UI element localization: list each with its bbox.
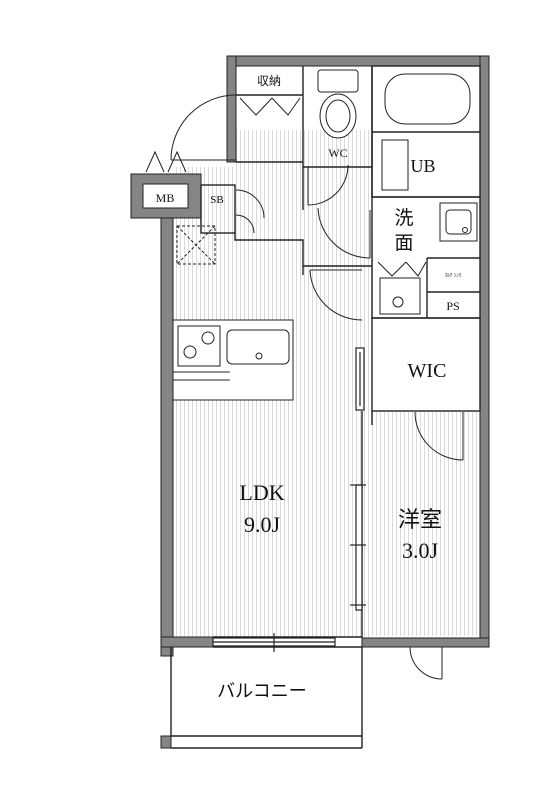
ub-label: UB xyxy=(410,156,435,176)
kitchen-counter xyxy=(172,319,294,401)
western-room-name-label: 洋室 xyxy=(398,507,442,532)
ldk-size-label: 9.0J xyxy=(244,512,281,537)
bathtub-fixture xyxy=(381,73,471,191)
wc-label: WC xyxy=(328,146,347,160)
balcony-window xyxy=(212,633,336,652)
wic-label: WIC xyxy=(408,360,447,382)
ps-label: PS xyxy=(446,299,459,313)
balcony-label: バルコニー xyxy=(217,681,307,702)
washbasin-fixture xyxy=(439,202,478,242)
washroom-label-1: 洗 xyxy=(394,207,413,229)
washing-machine-fixture xyxy=(377,261,427,315)
western-room-size-label: 3.0J xyxy=(402,538,439,563)
refrigerator-space xyxy=(176,225,216,265)
washroom-label-2: 面 xyxy=(394,233,413,254)
entrance-doors xyxy=(145,150,187,173)
floor-hatching xyxy=(173,130,481,637)
mb-label: MB xyxy=(156,191,175,205)
door-swings xyxy=(170,94,464,680)
outer-walls xyxy=(130,55,490,749)
toilet-fixture xyxy=(317,69,359,139)
washer-label: ﾏﾙﾁ ｼﾝｸ xyxy=(445,273,462,279)
ldk-name-label: LDK xyxy=(239,480,284,505)
sliding-door xyxy=(350,347,366,611)
interior-walls xyxy=(170,65,481,749)
sb-label: SB xyxy=(210,194,223,206)
storage-label: 収納 xyxy=(257,74,281,88)
